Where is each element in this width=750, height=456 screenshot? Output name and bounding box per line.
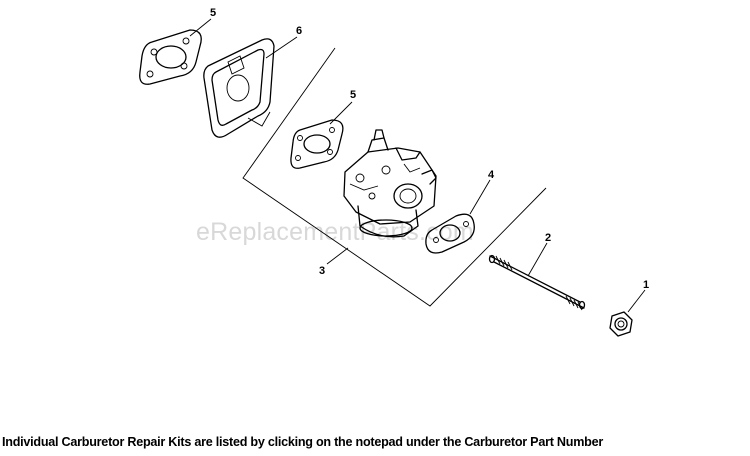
repair-kit-caption: Individual Carburetor Repair Kits are li… — [2, 435, 604, 449]
callout-gasket-mid: 5 — [350, 89, 356, 101]
gasket-top-icon — [139, 29, 202, 85]
callout-carburetor-assembly: 3 — [319, 265, 325, 277]
carburetor-icon — [343, 129, 437, 238]
watermark-text: eReplacementParts.com — [196, 218, 474, 246]
assembly-bracket — [242, 47, 547, 307]
exploded-parts-diagram: eReplacementParts.com — [139, 7, 649, 337]
callout-gasket-top: 5 — [210, 7, 216, 19]
nut-icon — [609, 311, 633, 337]
gasket-carb-icon — [425, 213, 475, 254]
callout-stud: 2 — [545, 232, 551, 244]
callout-air-cleaner-base: 6 — [296, 25, 302, 37]
gasket-mid-icon — [290, 119, 344, 169]
leader-lines — [189, 18, 646, 313]
callout-gasket-carb: 4 — [488, 169, 495, 181]
air-cleaner-base-icon — [203, 38, 275, 138]
callout-nut: 1 — [643, 279, 649, 291]
stud-icon — [488, 254, 586, 311]
